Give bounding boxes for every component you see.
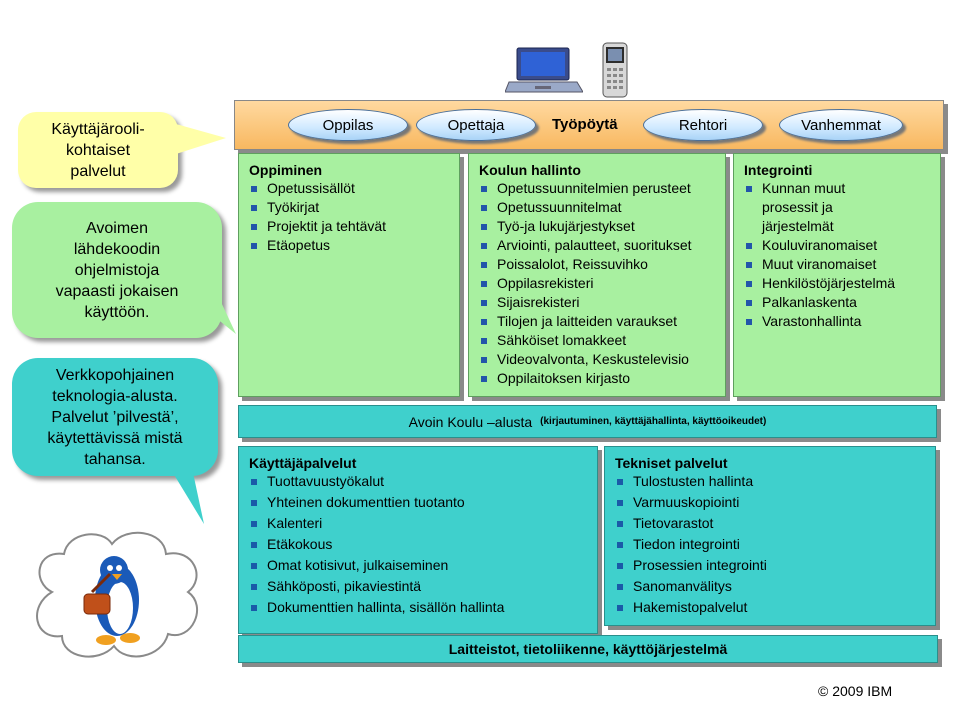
penguin-cloud-icon (36, 531, 199, 658)
bubble-tail-3 (170, 468, 204, 524)
user-services-title: Käyttäjäpalvelut (249, 455, 357, 471)
admin-item: Videovalvonta, Keskustelevisio (479, 350, 719, 369)
tech-services-item: Prosessien integrointi (615, 556, 929, 575)
role-oppilas[interactable]: Oppilas (288, 109, 408, 141)
integration-title: Integrointi (744, 162, 813, 178)
user-services-box: Käyttäjäpalvelut Tuottavuustyökalut Yhte… (238, 446, 598, 634)
admin-item: Opetussuunnitelmien perusteet (479, 179, 719, 198)
integration-item: Henkilöstöjärjestelmä (744, 274, 934, 293)
admin-item: Työ-ja lukujärjestykset (479, 217, 719, 236)
copyright: © 2009 IBM (818, 683, 893, 699)
learning-item: Projektit ja tehtävät (249, 217, 453, 236)
user-services-item: Omat kotisivut, julkaiseminen (249, 556, 591, 575)
admin-item: Sijaisrekisteri (479, 293, 719, 312)
learning-title: Oppiminen (249, 162, 323, 178)
tech-services-item: Hakemistopalvelut (615, 598, 929, 617)
tech-services-item: Tiedon integrointi (615, 535, 929, 554)
bubble-cloud-text: Verkkopohjainen teknologia-alusta. Palve… (47, 366, 183, 468)
bubble-open-source: Avoimen lähdekoodin ohjelmistoja vapaast… (12, 202, 222, 338)
learning-box: Oppiminen Opetussisällöt Työkirjat Proje… (238, 153, 460, 397)
desktop-label: Työpöytä (552, 116, 618, 133)
user-services-item: Kalenteri (249, 514, 591, 533)
user-services-item: Etäkokous (249, 535, 591, 554)
tech-services-item: Tulostusten hallinta (615, 472, 929, 491)
role-opettaja[interactable]: Opettaja (416, 109, 536, 141)
laptop-icon (505, 47, 583, 93)
infrastructure-label: Laitteistot, tietoliikenne, käyttöjärjes… (448, 641, 728, 657)
bubble-open-source-text: Avoimen lähdekoodin ohjelmistoja vapaast… (55, 219, 179, 321)
admin-item: Arviointi, palautteet, suoritukset (479, 236, 719, 255)
platform-detail: (kirjautuminen, käyttäjähallinta, käyttö… (540, 416, 767, 427)
learning-item: Työkirjat (249, 198, 453, 217)
bubble-role-services: Käyttäjärooli-kohtaiset palvelut (18, 112, 178, 188)
integration-item: Varastonhallinta (744, 312, 934, 331)
learning-item: Etäopetus (249, 236, 453, 255)
platform-label: Avoin Koulu –alusta (408, 413, 533, 430)
integration-box: Integrointi Kunnan muut prosessit ja jär… (733, 153, 941, 397)
admin-item: Sähköiset lomakkeet (479, 331, 719, 350)
tech-services-box: Tekniset palvelut Tulostusten hallinta V… (604, 446, 936, 626)
bubble-cloud: Verkkopohjainen teknologia-alusta. Palve… (12, 358, 218, 476)
user-services-item: Dokumenttien hallinta, sisällön hallinta (249, 598, 591, 617)
tech-services-title: Tekniset palvelut (615, 455, 728, 471)
admin-item: Tilojen ja laitteiden varaukset (479, 312, 719, 331)
mobile-phone-icon (602, 42, 628, 98)
bubble-role-services-text: Käyttäjärooli-kohtaiset palvelut (51, 120, 145, 180)
user-services-item: Yhteinen dokumenttien tuotanto (249, 493, 591, 512)
tech-services-item: Sanomanvälitys (615, 577, 929, 596)
integration-item: Muut viranomaiset (744, 255, 934, 274)
tech-services-item: Tietovarastot (615, 514, 929, 533)
bubble-tail-2 (206, 270, 236, 334)
role-rehtori[interactable]: Rehtori (643, 109, 763, 141)
platform-bar: Avoin Koulu –alusta (kirjautuminen, käyt… (238, 405, 937, 438)
bubble-tail-1 (176, 124, 226, 154)
admin-title: Koulun hallinto (479, 162, 581, 178)
admin-box: Koulun hallinto Opetussuunnitelmien peru… (468, 153, 726, 397)
desktop-bar: Oppilas Opettaja Työpöytä Rehtori Vanhem… (234, 100, 944, 150)
integration-item: Kouluviranomaiset (744, 236, 934, 255)
role-vanhemmat[interactable]: Vanhemmat (779, 109, 903, 141)
admin-item: Poissalolot, Reissuvihko (479, 255, 719, 274)
tech-services-item: Varmuuskopiointi (615, 493, 929, 512)
admin-item: Oppilaitoksen kirjasto (479, 369, 719, 388)
user-services-item: Tuottavuustyökalut (249, 472, 591, 491)
integration-item: Kunnan muut prosessit ja järjestelmät (744, 179, 882, 236)
admin-item: Opetussuunnitelmat (479, 198, 719, 217)
user-services-item: Sähköposti, pikaviestintä (249, 577, 591, 596)
infrastructure-bar: Laitteistot, tietoliikenne, käyttöjärjes… (238, 635, 938, 663)
admin-item: Oppilasrekisteri (479, 274, 719, 293)
learning-item: Opetussisällöt (249, 179, 453, 198)
integration-item: Palkanlaskenta (744, 293, 934, 312)
